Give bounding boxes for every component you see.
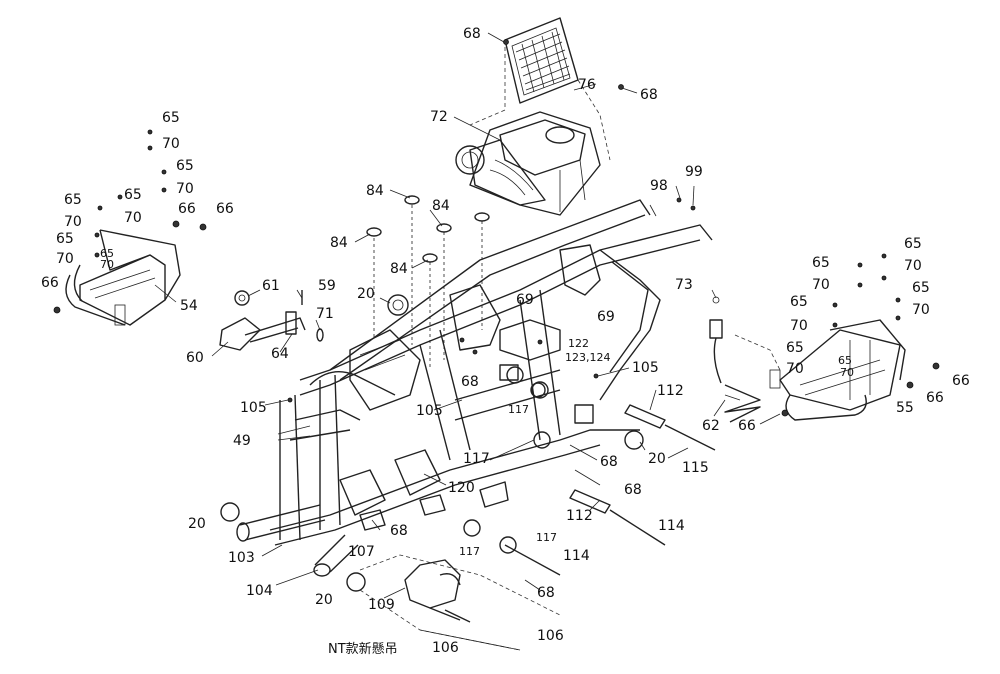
right-footrest-part [734,319,906,421]
callout-66: 66 [738,418,756,434]
callout-106: 106 [432,640,459,656]
callout-65: 65 [838,354,852,367]
callout-49: 49 [233,433,251,449]
callout-114: 114 [563,548,590,564]
callout-68: 68 [461,374,479,390]
callout-117: 117 [536,531,557,544]
callout-70: 70 [786,361,804,377]
callout-76: 76 [578,77,596,93]
callout-54: 54 [180,298,198,314]
callout-68: 68 [640,87,658,103]
callout-66: 66 [926,390,944,406]
callout-61: 61 [262,278,280,294]
main-frame-part [236,199,713,577]
callout-98: 98 [650,178,668,194]
callout-84: 84 [432,198,450,214]
air-box-part [455,111,601,216]
filter-screen-part [469,17,611,161]
callout-117: 117 [459,545,480,558]
leader-lines [154,32,781,599]
callout-105: 105 [416,403,443,419]
callout-117: 117 [463,451,490,467]
callout-20: 20 [188,516,206,532]
callout-70: 70 [904,258,922,274]
callout-59: 59 [318,278,336,294]
callout-69: 69 [597,309,615,325]
callout-65: 65 [56,231,74,247]
callout-66: 66 [178,201,196,217]
callout-84: 84 [330,235,348,251]
diagram-caption: NT款新懸吊 [328,641,398,657]
pins-spacers-part [463,366,716,576]
callout-labels: 68 76 68 72 65 70 65 70 65 65 70 66 66 7… [41,26,970,656]
callout-68: 68 [624,482,642,498]
brake-pedal-part [219,290,324,351]
callout-68: 68 [600,454,618,470]
callout-112: 112 [566,508,593,524]
callout-65: 65 [790,294,808,310]
callout-70: 70 [100,258,114,271]
callout-65: 65 [786,340,804,356]
callout-55: 55 [896,400,914,416]
callout-20: 20 [648,451,666,467]
callout-104: 104 [246,583,273,599]
callout-122: 122 [568,337,589,350]
bolts-part [53,39,940,417]
brake-switch-cable-part [709,296,761,423]
callout-65: 65 [124,187,142,203]
callout-60: 60 [186,350,204,366]
callout-103: 103 [228,550,255,566]
callout-66: 66 [952,373,970,389]
callout-71: 71 [316,306,334,322]
callout-70: 70 [840,366,854,379]
callout-112: 112 [657,383,684,399]
callout-120: 120 [448,480,475,496]
callout-107: 107 [348,544,375,560]
callout-84: 84 [390,261,408,277]
callout-84: 84 [366,183,384,199]
callout-70: 70 [176,181,194,197]
callout-65: 65 [100,247,114,260]
callout-66: 66 [216,201,234,217]
callout-115: 115 [682,460,709,476]
callout-114: 114 [658,518,685,534]
callout-65: 65 [904,236,922,252]
callout-20: 20 [315,592,333,608]
callout-70: 70 [124,210,142,226]
callout-68: 68 [537,585,555,601]
callout-72: 72 [430,109,448,125]
callout-68: 68 [390,523,408,539]
callout-73: 73 [675,277,693,293]
rubber-bushings-part [220,195,644,592]
callout-20: 20 [357,286,375,302]
callout-66: 66 [41,275,59,291]
callout-70: 70 [64,214,82,230]
callout-65: 65 [912,280,930,296]
callout-65: 65 [162,110,180,126]
callout-65: 65 [64,192,82,208]
callout-117: 117 [508,403,529,416]
callout-62: 62 [702,418,720,434]
callout-70: 70 [912,302,930,318]
callout-65: 65 [812,255,830,271]
callout-123-124: 123,124 [565,351,611,364]
callout-69: 69 [516,292,534,308]
callout-68: 68 [463,26,481,42]
callout-99: 99 [685,164,703,180]
callout-106: 106 [537,628,564,644]
left-footrest-part [65,229,181,326]
callout-105: 105 [632,360,659,376]
callout-70: 70 [812,277,830,293]
callout-70: 70 [56,251,74,267]
callout-109: 109 [368,597,395,613]
callout-65: 65 [176,158,194,174]
callout-70: 70 [790,318,808,334]
callout-70: 70 [162,136,180,152]
callout-105: 105 [240,400,267,416]
caption-group: NT款新懸吊 [328,629,521,657]
callout-64: 64 [271,346,289,362]
